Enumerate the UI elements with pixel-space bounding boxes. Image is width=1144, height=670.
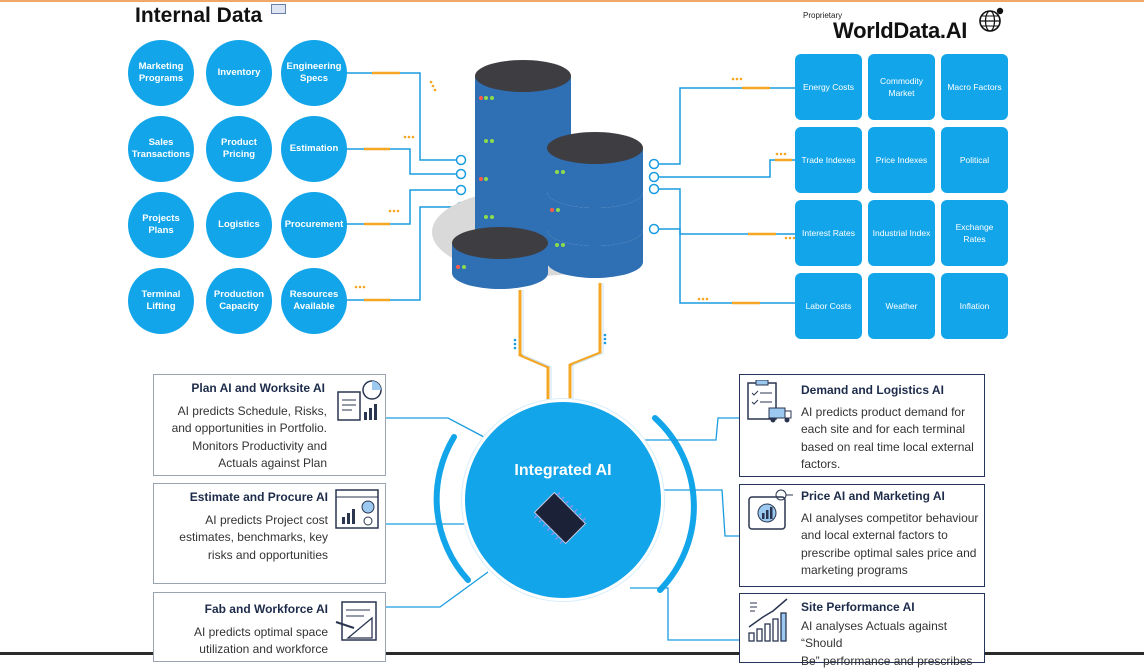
source-inventory[interactable]: Inventory [206,40,272,106]
module-site-performance-ai[interactable]: Site Performance AI AI analyses Actuals … [739,593,985,668]
growth-chart-icon [748,598,788,642]
module-title: Estimate and Procure AI [189,490,328,504]
module-description: AI predicts Schedule, Risks, and opportu… [171,404,327,471]
brand-logo: WorldData.AI [833,18,968,43]
source-resources-available[interactable]: Resources Available [281,268,347,334]
source-marketing-programs[interactable]: Marketing Programs [128,40,194,106]
integrated-ai-hub[interactable] [465,402,661,598]
module-description: AI predicts product demand for each site… [801,405,974,472]
flag-icon [271,4,286,14]
globe-icon [979,7,1004,32]
module-fab-workforce-ai[interactable]: Fab and Workforce AI AI predicts optimal… [153,592,386,662]
source-product-pricing[interactable]: Product Pricing [206,116,272,182]
module-title: Site Performance AI [801,600,915,614]
price-analysis-icon [748,489,793,530]
top-rule [0,0,1144,2]
module-description: AI predicts Project cost estimates, benc… [179,513,328,562]
source-engineering-specs[interactable]: Engineering Specs [281,40,347,106]
factor-commodity-market[interactable]: Commodity Market [868,54,935,120]
module-title: Price AI and Marketing AI [801,489,945,503]
source-procurement[interactable]: Procurement [281,192,347,258]
chip-icon [533,491,587,545]
factor-exchange-rates[interactable]: Exchange Rates [941,200,1008,266]
module-demand-logistics-ai[interactable]: Demand and Logistics AI AI predicts prod… [739,374,985,477]
module-plan-worksite-ai[interactable]: Plan AI and Worksite AI AI predicts Sche… [153,374,386,476]
bottom-rule [0,652,1144,655]
module-title: Demand and Logistics AI [801,383,944,397]
factor-trade-indexes[interactable]: Trade Indexes [795,127,862,193]
source-logistics[interactable]: Logistics [206,192,272,258]
module-title: Plan AI and Worksite AI [191,381,325,395]
factor-energy-costs[interactable]: Energy Costs [795,54,862,120]
source-sales-transactions[interactable]: Sales Transactions [128,116,194,182]
factor-inflation[interactable]: Inflation [941,273,1008,339]
module-description: AI analyses Actuals against “Should Be” … [801,619,973,668]
source-estimation[interactable]: Estimation [281,116,347,182]
database-front [452,227,548,289]
module-title: Fab and Workforce AI [204,602,328,616]
source-production-capacity[interactable]: Production Capacity [206,268,272,334]
factor-industrial-index[interactable]: Industrial Index [868,200,935,266]
page-title: Internal Data [135,4,263,27]
logistics-checklist-icon [747,380,792,423]
connector-lines [346,60,796,641]
integrated-ai-label: Integrated AI [514,462,612,479]
module-description: AI predicts optimal space utilization an… [193,625,328,657]
blueprint-tools-icon [335,601,377,641]
factor-price-indexes[interactable]: Price Indexes [868,127,935,193]
factor-macro-factors[interactable]: Macro Factors [941,54,1008,120]
module-description: AI analyses competitor behaviour and loc… [801,511,979,578]
cost-analytics-icon [335,489,379,529]
source-terminal-lifting[interactable]: Terminal Lifting [128,268,194,334]
factor-political[interactable]: Political [941,127,1008,193]
factor-weather[interactable]: Weather [868,273,935,339]
module-estimate-procure-ai[interactable]: Estimate and Procure AI AI predicts Proj… [153,483,386,584]
factor-labor-costs[interactable]: Labor Costs [795,273,862,339]
factor-interest-rates[interactable]: Interest Rates [795,200,862,266]
module-price-marketing-ai[interactable]: Price AI and Marketing AI AI analyses co… [739,484,985,587]
source-projects-plans[interactable]: Projects Plans [128,192,194,258]
proprietary-label: Proprietary [803,11,843,20]
dashboard-report-icon [337,380,382,421]
database-stack-right [547,132,643,278]
